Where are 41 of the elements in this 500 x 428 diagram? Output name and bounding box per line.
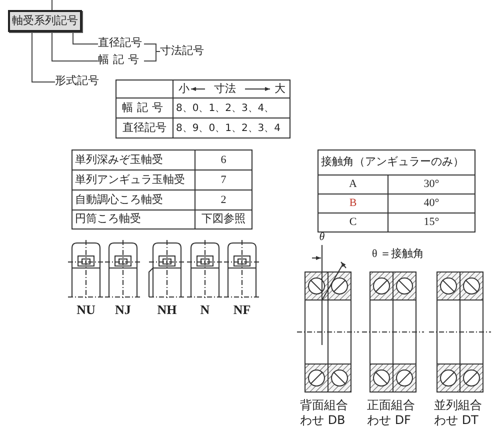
table-value: 2 (220, 192, 228, 208)
code-label: 幅記号 (98, 54, 144, 67)
row-label: 幅記号 (121, 100, 168, 116)
row-label: B (348, 196, 358, 212)
table-value: 8、0、1、2、3、4、 (176, 102, 276, 116)
code-label: 形式記号 (55, 75, 103, 88)
type-label: NH (156, 302, 178, 318)
type-label: NJ (114, 302, 132, 318)
table-value: 15° (422, 215, 440, 230)
code-label: 寸法記号 (160, 45, 212, 58)
series-code-box: 軸受系列記号 (8, 10, 82, 32)
table-value: 40° (422, 196, 440, 212)
arrangement-label: 並列組合わせ DT (434, 398, 483, 428)
angle-note: θ ＝接触角 (372, 246, 426, 262)
table-header: 大 (274, 80, 286, 97)
type-label: NU (76, 302, 96, 318)
type-label: NF (232, 302, 252, 318)
code-label: 直径記号 (98, 37, 144, 50)
table-value: 7 (220, 172, 228, 188)
row-label: C (348, 215, 358, 230)
table-value: 6 (220, 152, 228, 168)
table-value: 8、9、0、1、2、3、4 (176, 122, 282, 136)
table-header: 小 (178, 80, 190, 97)
row-label: 自動調心ころ軸受 (75, 192, 164, 208)
row-label: 直径記号 (122, 120, 168, 136)
table-header: 接触角（アンギュラーのみ） (321, 154, 465, 170)
row-label: A (348, 177, 358, 192)
row-label: 単列アンギュラ玉軸受 (75, 172, 186, 188)
table-value: 下図参照 (200, 211, 246, 228)
row-label: 円筒ころ軸受 (75, 211, 142, 228)
arrangement-label: 背面組合わせ DB (300, 398, 349, 428)
connector-line (72, 32, 98, 44)
angle-symbol: θ (318, 230, 326, 244)
type-label: N (199, 302, 211, 318)
arrangement-label: 正面組合わせ DF (367, 398, 416, 428)
table-header: 寸法 (213, 80, 237, 97)
connector-line (144, 51, 160, 62)
table-value: 30° (422, 177, 440, 192)
connector-line (32, 32, 56, 82)
connector-line (52, 32, 98, 62)
row-label: 単列深みぞ玉軸受 (75, 152, 164, 168)
